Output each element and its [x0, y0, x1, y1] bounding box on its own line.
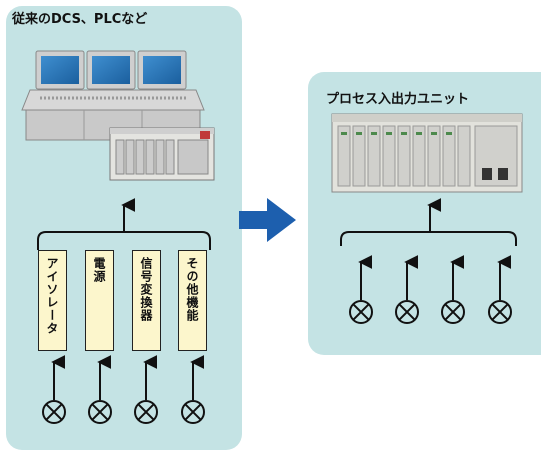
module-label: その他機能 — [185, 257, 199, 322]
module-label: アイソレータ — [45, 257, 59, 335]
sensor-icon — [395, 300, 419, 324]
sensor-icon — [441, 300, 465, 324]
right-sensors — [349, 255, 512, 324]
right-panel-title: プロセス入出力ユニット — [326, 92, 470, 107]
sensor-icon — [488, 300, 512, 324]
sensor-icon — [88, 400, 112, 424]
sensor-icon — [42, 400, 66, 424]
left-panel-title: 従来のDCS、PLCなど — [12, 12, 148, 27]
module-isolator: アイソレータ — [38, 250, 67, 351]
left-connector-tree — [37, 198, 211, 250]
module-other-functions: その他機能 — [178, 250, 207, 351]
left-sensors — [42, 355, 205, 424]
right-connector-tree — [340, 198, 517, 246]
rack-unit-image — [109, 127, 215, 181]
process-io-unit-image — [331, 113, 523, 193]
module-label: 電源 — [92, 257, 106, 283]
sensor-icon — [181, 400, 205, 424]
module-label: 信号変換器 — [139, 257, 153, 322]
transition-arrow — [239, 198, 296, 242]
module-signal-converter: 信号変換器 — [132, 250, 161, 351]
module-power-supply: 電源 — [85, 250, 114, 351]
sensor-icon — [349, 300, 373, 324]
sensor-icon — [134, 400, 158, 424]
control-console-image — [21, 50, 205, 141]
